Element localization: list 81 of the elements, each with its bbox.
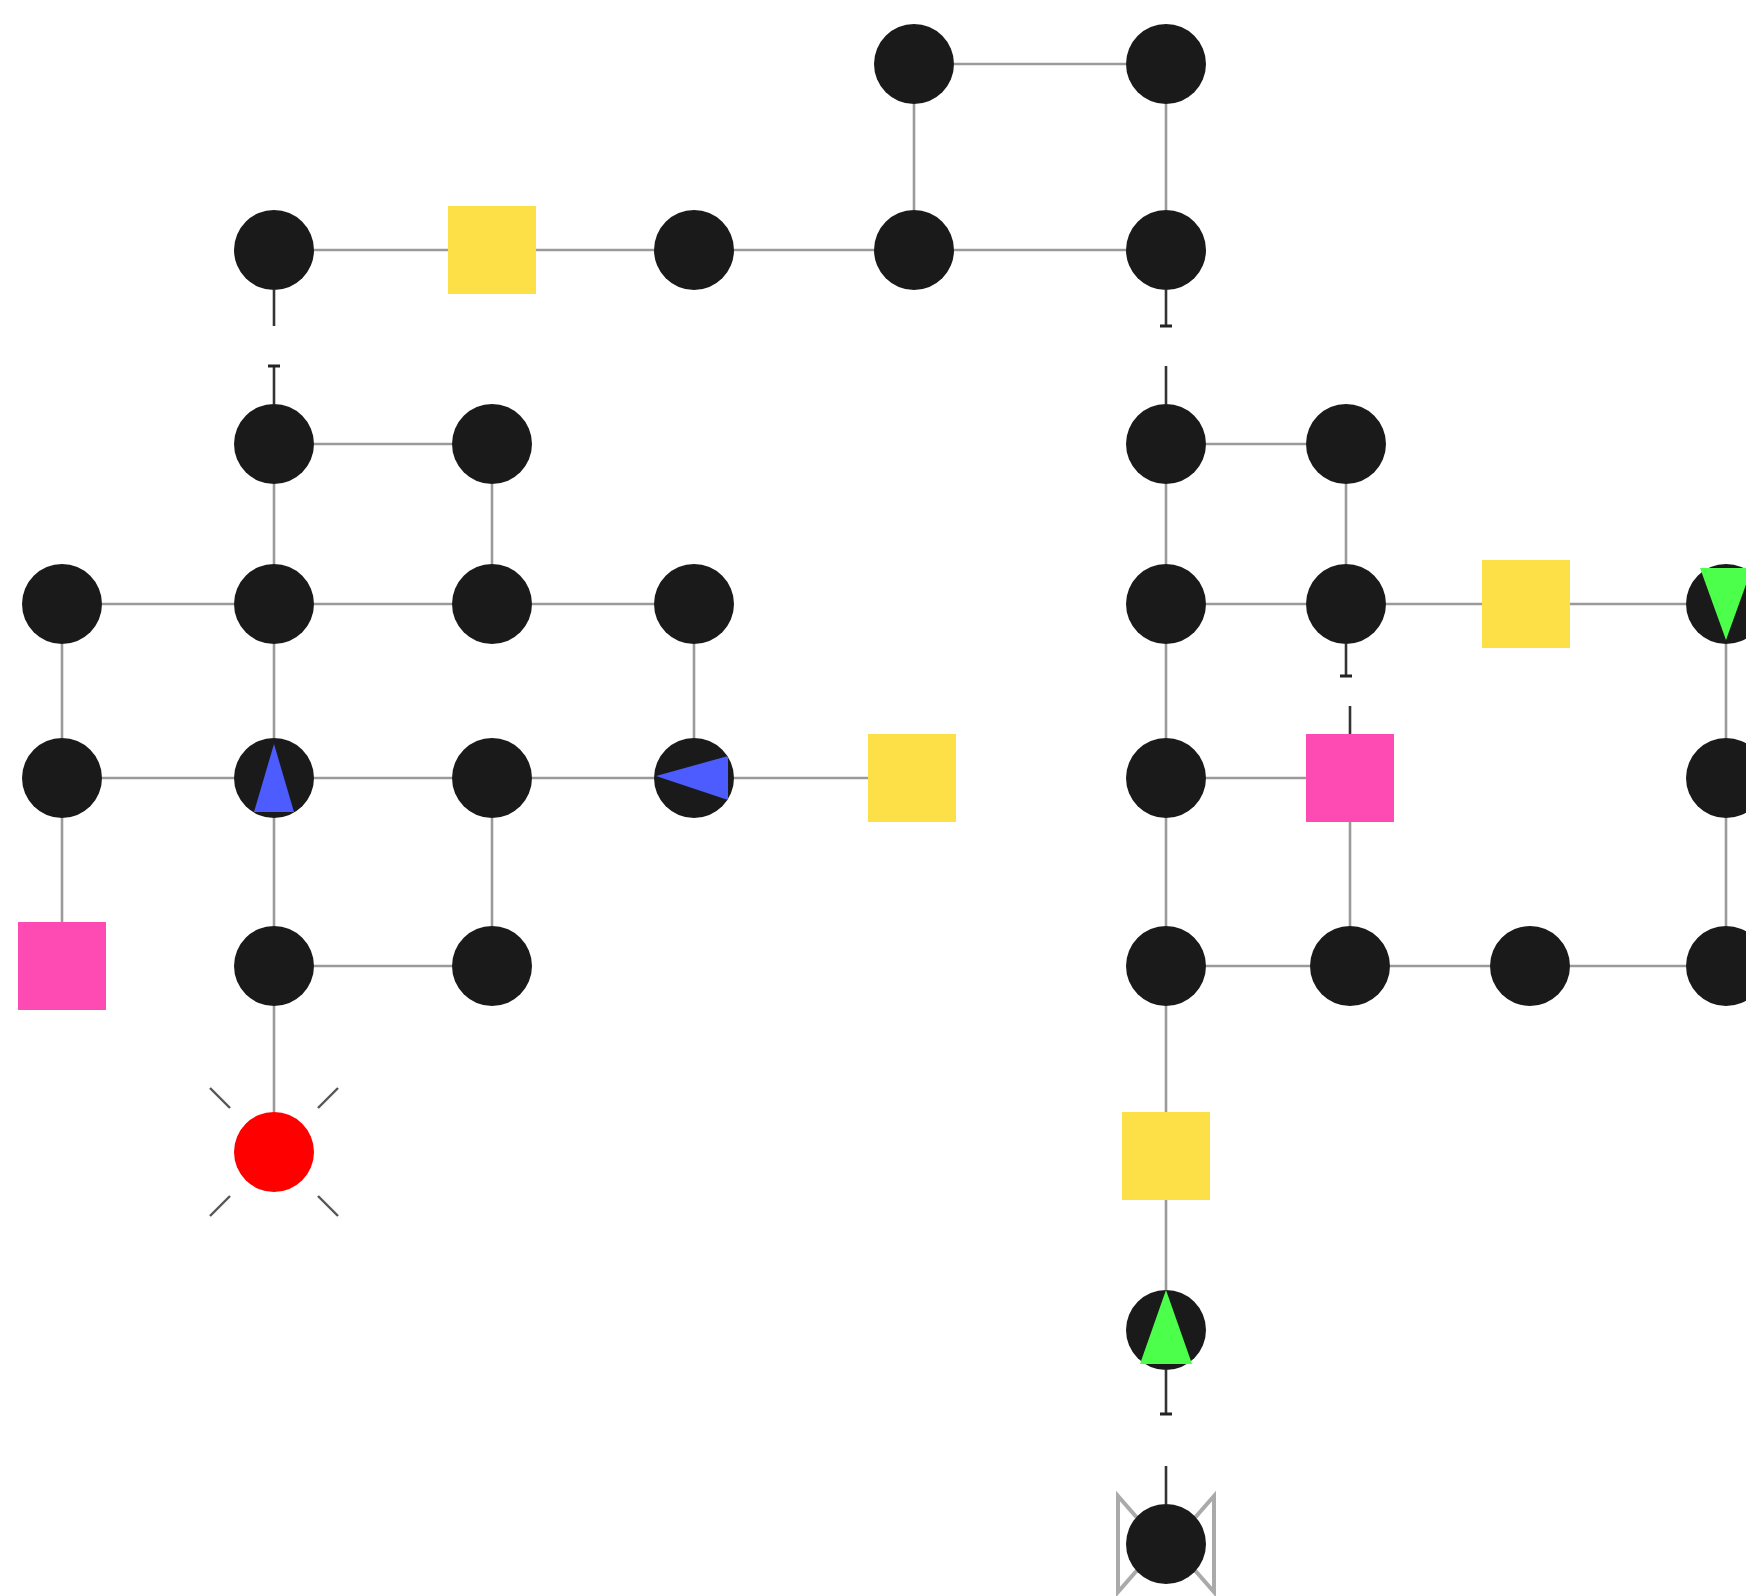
circle-node bbox=[234, 738, 314, 818]
connector-line bbox=[272, 644, 276, 738]
connector-line bbox=[954, 248, 1126, 252]
connector-line bbox=[1386, 602, 1482, 606]
connector-line bbox=[60, 818, 64, 922]
circle-node bbox=[234, 404, 314, 484]
connector-line bbox=[1164, 1200, 1168, 1290]
connector-line bbox=[536, 248, 654, 252]
circle-node bbox=[208, 1086, 340, 1218]
circle-node bbox=[1126, 738, 1206, 818]
circle-node bbox=[1116, 1494, 1216, 1594]
connector-line bbox=[532, 602, 654, 606]
connector-line bbox=[314, 442, 452, 446]
circle-node bbox=[654, 564, 734, 644]
square-node bbox=[1482, 560, 1570, 648]
connector-line bbox=[1206, 964, 1310, 968]
square-node bbox=[1306, 734, 1394, 822]
connector-line bbox=[1724, 644, 1728, 738]
connector-line bbox=[1206, 442, 1306, 446]
connector-line bbox=[954, 62, 1126, 66]
circle-node bbox=[1310, 926, 1390, 1006]
circle-node bbox=[452, 404, 532, 484]
circle-node bbox=[1126, 24, 1206, 104]
connector-line bbox=[314, 602, 452, 606]
connector-line bbox=[102, 602, 234, 606]
connector-line bbox=[1164, 104, 1168, 210]
connector-line bbox=[314, 776, 452, 780]
connector-line bbox=[490, 484, 494, 564]
connector-line bbox=[1164, 1006, 1168, 1112]
circle-node bbox=[874, 24, 954, 104]
connector-line bbox=[102, 776, 234, 780]
connector-line bbox=[60, 644, 64, 738]
connector-line bbox=[912, 104, 916, 210]
square-node bbox=[1122, 1112, 1210, 1200]
line-stub bbox=[1164, 366, 1168, 404]
connector-line bbox=[1206, 602, 1306, 606]
connector-line bbox=[1348, 822, 1352, 926]
line-stub bbox=[272, 290, 276, 326]
circle-node bbox=[1126, 564, 1206, 644]
connector-line bbox=[314, 248, 448, 252]
circle-node bbox=[1306, 404, 1386, 484]
circle-node bbox=[234, 210, 314, 290]
connector-line bbox=[1344, 484, 1348, 564]
connector-line bbox=[314, 964, 452, 968]
circle-node bbox=[22, 564, 102, 644]
circle-node bbox=[22, 738, 102, 818]
connector-line bbox=[272, 818, 276, 926]
circle-node bbox=[1126, 404, 1206, 484]
connector-line bbox=[1570, 964, 1686, 968]
connector-line bbox=[1724, 818, 1728, 926]
circle-node bbox=[874, 210, 954, 290]
line-stub bbox=[1348, 706, 1352, 734]
circle-node bbox=[1126, 210, 1206, 290]
circle-node bbox=[234, 564, 314, 644]
connector-line bbox=[1164, 644, 1168, 738]
circle-node bbox=[1126, 1290, 1206, 1370]
connector-line bbox=[1570, 602, 1686, 606]
connector-line bbox=[734, 248, 874, 252]
circle-node bbox=[452, 738, 532, 818]
connector-line bbox=[532, 776, 654, 780]
circle-node bbox=[1306, 564, 1386, 644]
circle-node bbox=[654, 210, 734, 290]
square-node bbox=[448, 206, 536, 294]
circle-node bbox=[452, 926, 532, 1006]
connector-line bbox=[1390, 964, 1490, 968]
connector-line bbox=[272, 484, 276, 564]
square-node bbox=[868, 734, 956, 822]
square-node bbox=[18, 922, 106, 1010]
connector-line bbox=[490, 818, 494, 926]
circle-node bbox=[654, 738, 734, 818]
circle-node bbox=[234, 926, 314, 1006]
connector-line bbox=[1206, 776, 1306, 780]
connector-line bbox=[692, 644, 696, 738]
connector-line bbox=[1164, 818, 1168, 926]
line-stub bbox=[1164, 1466, 1168, 1504]
circle-node bbox=[452, 564, 532, 644]
circle-node bbox=[1126, 926, 1206, 1006]
circle-node bbox=[1490, 926, 1570, 1006]
connector-line bbox=[1164, 484, 1168, 564]
connector-line bbox=[272, 1006, 276, 1112]
connector-line bbox=[734, 776, 868, 780]
